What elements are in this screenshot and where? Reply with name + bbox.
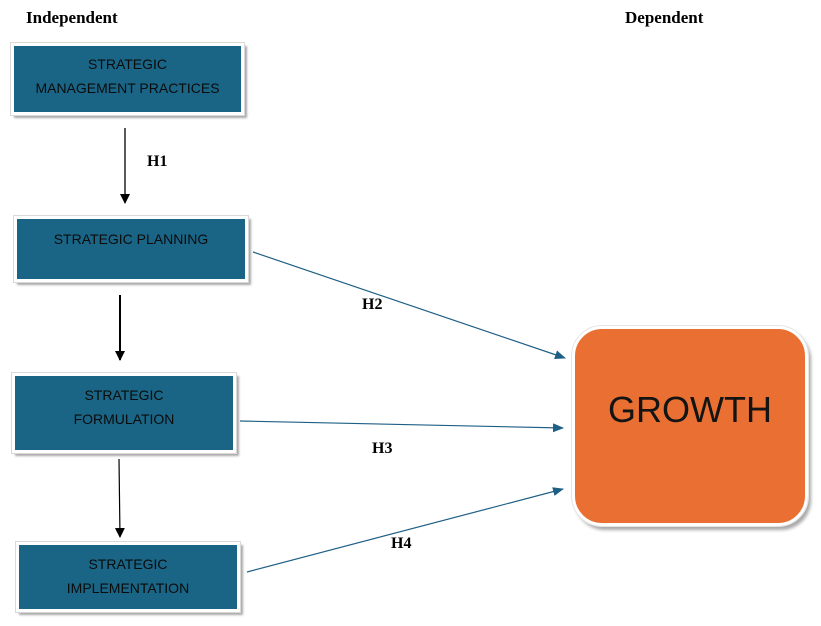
box-line: STRATEGIC [84, 387, 164, 403]
growth-label: GROWTH [608, 389, 772, 430]
strategic-management-practices-box: STRATEGIC MANAGEMENT PRACTICES [10, 42, 245, 116]
arrow-h3 [239, 420, 564, 433]
box-line: STRATEGIC [87, 56, 168, 72]
independent-header: Independent [26, 8, 118, 27]
arrow-h4 [246, 487, 564, 573]
arrow-h2 [252, 251, 566, 360]
box-line: STRATEGIC PLANNING [53, 231, 209, 247]
growth-box: GROWTH [571, 325, 809, 527]
strategic-planning-box: STRATEGIC PLANNING [13, 215, 249, 283]
h4-label: H4 [391, 535, 412, 552]
strategic-formulation-box: STRATEGIC FORMULATION [11, 372, 237, 454]
strategic-implementation-box: STRATEGIC IMPLEMENTATION [15, 541, 241, 613]
box-line: IMPLEMENTATION [66, 580, 190, 596]
h2-label: H2 [362, 296, 383, 313]
h1-label: H1 [147, 153, 168, 170]
h3-label: H3 [372, 440, 393, 457]
box-line: FORMULATION [73, 411, 175, 427]
arrow-formulation-to-implementation [114, 458, 125, 538]
box-line: STRATEGIC [88, 556, 168, 572]
box-line: MANAGEMENT PRACTICES [35, 80, 220, 96]
dependent-header: Dependent [625, 8, 704, 27]
